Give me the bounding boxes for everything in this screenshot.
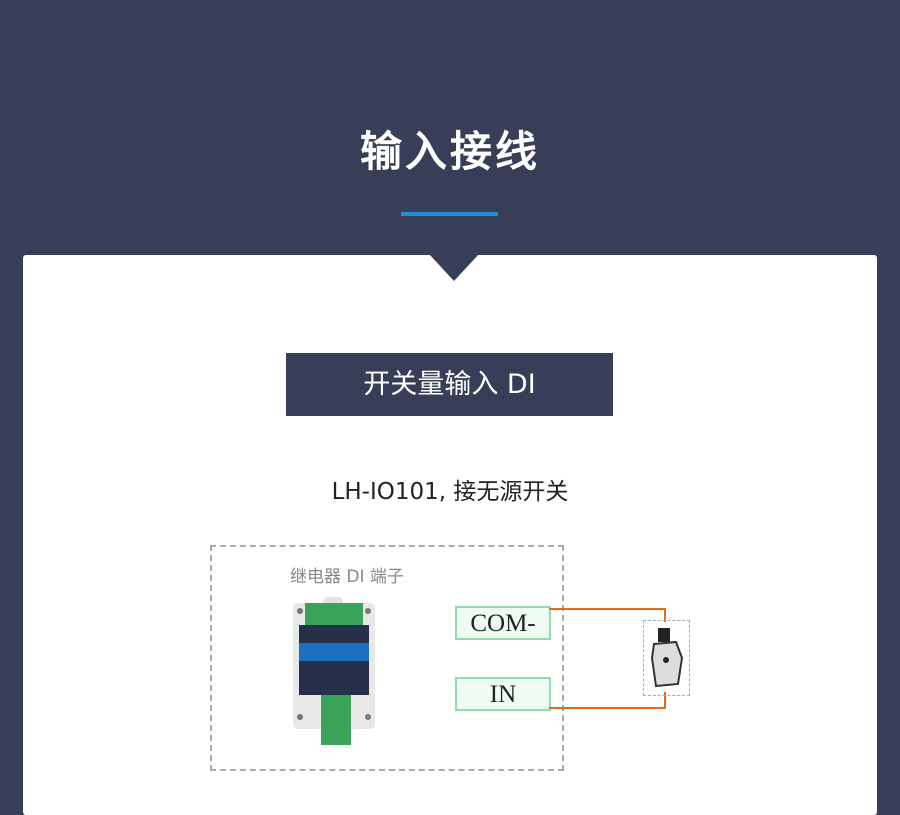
passive-switch-icon: [650, 628, 684, 688]
wire-com-drop: [664, 608, 666, 622]
title-underline: [401, 212, 498, 216]
subtitle: LH-IO101, 接无源开关: [331, 479, 569, 505]
wire-com: [549, 608, 666, 610]
page-title: 输入接线: [359, 127, 540, 176]
relay-di-label: 继电器 DI 端子: [290, 567, 404, 587]
switch-box: [643, 620, 690, 696]
section-title: 开关量输入 DI: [286, 353, 613, 416]
terminal-com: COM-: [455, 606, 551, 640]
wire-in-rise: [664, 692, 666, 708]
relay-di-box: [210, 545, 564, 771]
wire-in: [549, 707, 666, 709]
card-notch: [429, 254, 479, 281]
io-module-device-icon: [293, 597, 375, 745]
terminal-in: IN: [455, 677, 551, 711]
content-card: [23, 255, 877, 815]
